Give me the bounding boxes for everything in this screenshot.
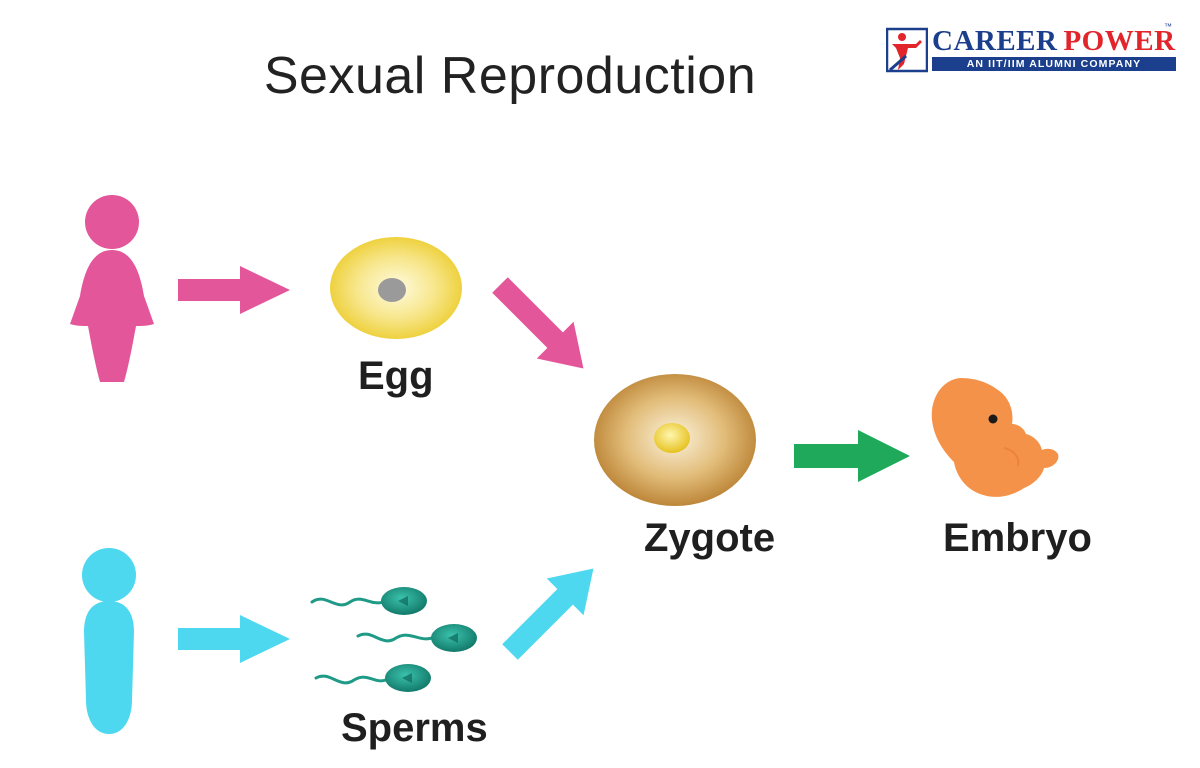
zygote-cell-icon xyxy=(594,374,756,506)
zygote-label: Zygote xyxy=(644,516,776,560)
logo-brand-primary: CAREER xyxy=(932,25,1058,57)
arrow-sperms-to-zygote xyxy=(502,568,594,660)
logo-trademark: ™ xyxy=(1164,22,1172,31)
logo-tagline: AN IIT/IIM ALUMNI COMPANY xyxy=(932,57,1176,71)
embryo-icon xyxy=(931,378,1059,497)
sperm-cell-icon xyxy=(356,624,477,652)
arrow-zygote-to-embryo xyxy=(794,430,910,482)
male-figure-icon xyxy=(82,548,136,734)
embryo-label: Embryo xyxy=(943,516,1092,560)
sperm-cell-icon xyxy=(310,587,427,615)
arrow-egg-to-zygote xyxy=(492,277,584,369)
female-figure-icon xyxy=(70,195,154,382)
page-title: Sexual Reproduction xyxy=(263,47,757,105)
egg-label: Egg xyxy=(358,354,434,398)
sperm-cell-icon xyxy=(314,664,431,692)
logo-mark-icon xyxy=(886,27,928,73)
arrow-male-to-sperms xyxy=(178,615,290,663)
egg-cell-icon xyxy=(330,237,462,339)
arrow-female-to-egg xyxy=(178,266,290,314)
logo-brand-secondary: POWER xyxy=(1063,25,1176,57)
sperms-label: Sperms xyxy=(341,706,488,750)
